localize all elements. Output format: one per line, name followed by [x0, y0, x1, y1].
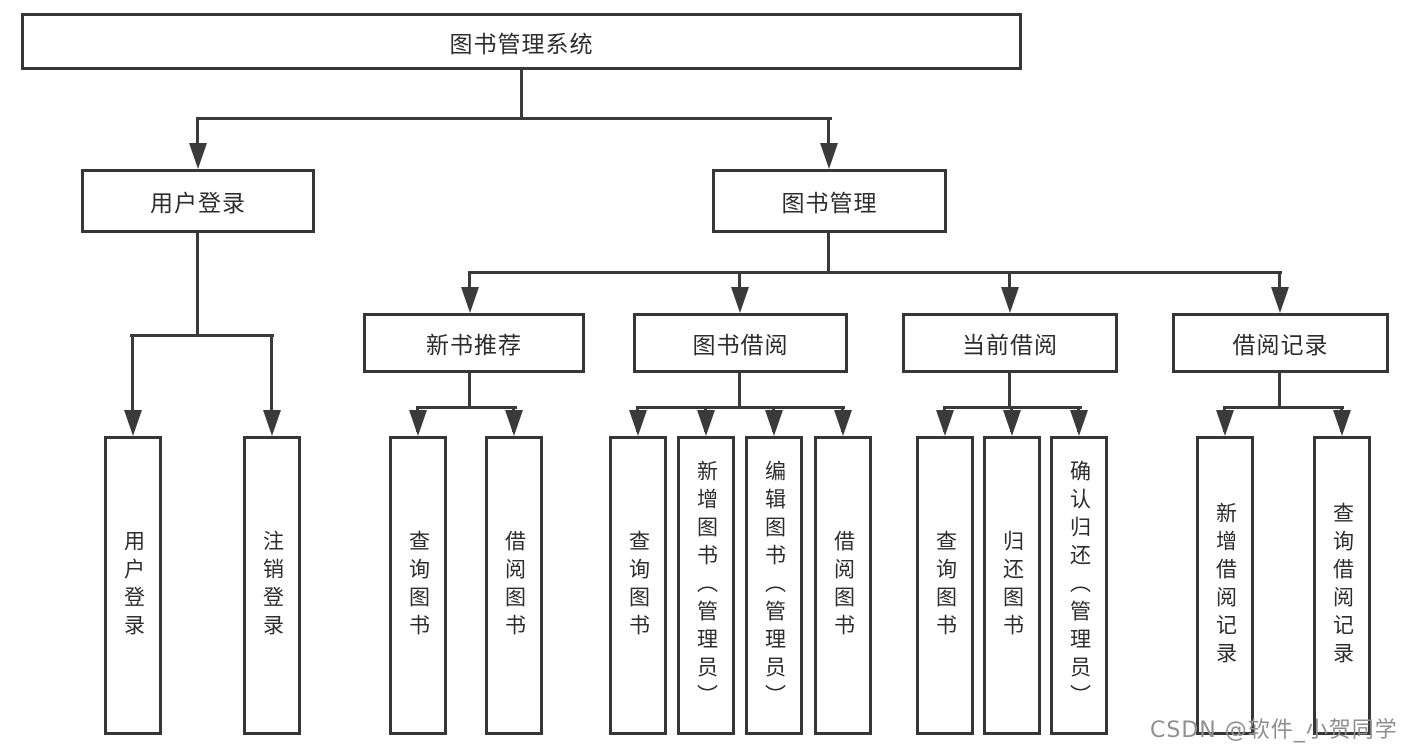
leaf-return-books-label: 归还图书: [1000, 529, 1025, 642]
arrow-down-icon: [731, 287, 749, 313]
connector-segment: [827, 233, 830, 273]
node-book-management-label: 图书管理: [781, 191, 878, 217]
leaf-query-borrow-record-label: 查询借阅记录: [1330, 501, 1355, 670]
arrow-down-icon: [505, 410, 523, 436]
connector-segment: [738, 373, 741, 408]
connector-segment: [1008, 271, 1011, 291]
connector-segment: [468, 271, 1282, 274]
node-new-book-recommend: 新书推荐: [363, 313, 585, 373]
arrow-down-icon: [124, 410, 142, 436]
leaf-recommend-borrow-books-label: 借阅图书: [502, 529, 527, 642]
arrow-down-icon: [1003, 410, 1021, 436]
arrow-down-icon: [629, 410, 647, 436]
connector-segment: [636, 406, 845, 409]
node-root-label: 图书管理系统: [449, 31, 594, 58]
leaf-user-login-label: 用户登录: [121, 529, 146, 642]
node-borrow-records-label: 借阅记录: [1232, 333, 1329, 359]
arrow-down-icon: [765, 410, 783, 436]
arrow-down-icon: [820, 143, 838, 169]
arrow-down-icon: [834, 410, 852, 436]
leaf-add-books-admin: 新增图书（管理员）: [677, 436, 735, 735]
leaf-logout-label: 注销登录: [260, 529, 285, 642]
leaf-return-books: 归还图书: [983, 436, 1041, 735]
arrow-down-icon: [1001, 287, 1019, 313]
leaf-edit-books-admin-label: 编辑图书（管理员）: [762, 459, 787, 712]
leaf-add-borrow-record: 新增借阅记录: [1196, 436, 1254, 735]
connector-segment: [520, 70, 523, 119]
leaf-borrow-books: 借阅图书: [814, 436, 872, 735]
arrow-down-icon: [189, 143, 207, 169]
leaf-confirm-return-admin: 确认归还（管理员）: [1050, 436, 1108, 735]
arrow-down-icon: [697, 410, 715, 436]
leaf-borrow-query-books-label: 查询图书: [626, 529, 651, 642]
connector-segment: [270, 334, 273, 412]
node-book-management: 图书管理: [712, 169, 947, 233]
connector-segment: [1278, 373, 1281, 408]
leaf-current-query-books-label: 查询图书: [933, 529, 958, 642]
leaf-borrow-query-books: 查询图书: [609, 436, 667, 735]
connector-segment: [196, 233, 199, 336]
node-book-borrow-label: 图书借阅: [692, 333, 789, 359]
leaf-borrow-books-label: 借阅图书: [831, 529, 856, 642]
arrow-down-icon: [263, 410, 281, 436]
leaf-confirm-return-admin-label: 确认归还（管理员）: [1067, 459, 1092, 712]
leaf-user-login: 用户登录: [104, 436, 162, 735]
arrow-down-icon: [1271, 287, 1289, 313]
connector-segment: [196, 117, 199, 147]
connector-segment: [196, 117, 832, 120]
node-current-borrow-label: 当前借阅: [962, 333, 1058, 359]
leaf-query-borrow-record: 查询借阅记录: [1313, 436, 1371, 735]
leaf-current-query-books: 查询图书: [916, 436, 974, 735]
node-book-borrow: 图书借阅: [633, 313, 848, 373]
connector-segment: [1278, 271, 1281, 291]
connector-segment: [416, 406, 517, 409]
node-user-login-label: 用户登录: [150, 191, 246, 217]
node-new-book-recommend-label: 新书推荐: [426, 333, 522, 359]
leaf-add-books-admin-label: 新增图书（管理员）: [694, 459, 719, 712]
node-current-borrow: 当前借阅: [902, 313, 1118, 373]
leaf-recommend-query-books-label: 查询图书: [406, 529, 431, 642]
csdn-watermark: CSDN @软件_小贺同学: [1150, 718, 1398, 743]
connector-segment: [1008, 373, 1011, 408]
leaf-recommend-query-books: 查询图书: [389, 436, 447, 735]
leaf-edit-books-admin: 编辑图书（管理员）: [745, 436, 803, 735]
node-user-login: 用户登录: [81, 169, 315, 233]
connector-segment: [468, 271, 471, 291]
arrow-down-icon: [1070, 410, 1088, 436]
arrow-down-icon: [461, 287, 479, 313]
connector-segment: [131, 334, 134, 412]
connector-segment: [468, 373, 471, 408]
arrow-down-icon: [936, 410, 954, 436]
leaf-logout: 注销登录: [243, 436, 301, 735]
connector-segment: [130, 334, 274, 337]
node-root: 图书管理系统: [21, 13, 1022, 70]
node-borrow-records: 借阅记录: [1172, 313, 1389, 373]
arrow-down-icon: [1216, 410, 1234, 436]
connector-segment: [827, 117, 830, 147]
leaf-recommend-borrow-books: 借阅图书: [485, 436, 543, 735]
leaf-add-borrow-record-label: 新增借阅记录: [1213, 501, 1238, 670]
arrow-down-icon: [1333, 410, 1351, 436]
connector-segment: [738, 271, 741, 291]
arrow-down-icon: [409, 410, 427, 436]
connector-segment: [1223, 406, 1344, 409]
